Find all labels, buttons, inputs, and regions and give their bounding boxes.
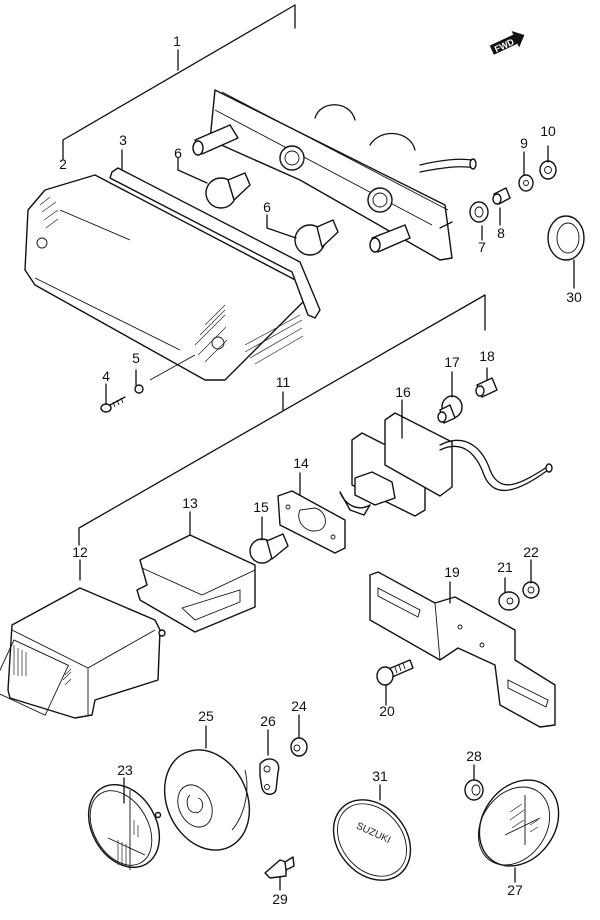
reflector-part <box>477 779 560 867</box>
callout-10: 10 <box>540 123 556 139</box>
spacer-part <box>492 187 511 205</box>
callout-3: 3 <box>119 132 127 148</box>
callout-labels: 1 2 3 4 5 6 6 7 8 9 10 11 12 13 14 15 16… <box>59 33 582 907</box>
reflector-part <box>87 783 162 870</box>
lens-gasket-part <box>109 167 321 319</box>
assembly-bracket-1 <box>62 4 296 161</box>
lens-part <box>24 174 306 381</box>
nut-part <box>290 737 308 757</box>
callout-18: 18 <box>479 348 495 364</box>
callout-30: 30 <box>566 289 582 305</box>
license-lamp-lens-part <box>136 534 256 633</box>
bolt-part <box>376 659 414 686</box>
screw-part <box>100 396 126 413</box>
callout-8: 8 <box>497 225 505 241</box>
assembly-bracket-11 <box>78 294 486 546</box>
callout-28: 28 <box>466 748 482 764</box>
bracket-part <box>259 758 280 795</box>
license-plate-bracket-part <box>369 571 556 728</box>
callout-4: 4 <box>102 368 110 384</box>
plug-part <box>264 856 295 879</box>
grommet-part <box>547 215 585 261</box>
callout-1: 1 <box>173 33 181 49</box>
washer-part <box>498 591 520 611</box>
callout-6b: 6 <box>263 199 271 215</box>
callout-23: 23 <box>117 762 133 778</box>
callout-12: 12 <box>72 544 88 560</box>
callout-24: 24 <box>291 698 307 714</box>
grommet-part <box>469 201 489 223</box>
emblem-part: SUZUKI <box>332 799 412 881</box>
callout-2: 2 <box>59 156 67 172</box>
bulb-part <box>249 533 289 564</box>
callout-6a: 6 <box>174 145 182 161</box>
callout-22: 22 <box>523 544 539 560</box>
lamp-base-part <box>192 89 477 261</box>
callout-31: 31 <box>372 768 388 784</box>
fwd-direction-icon: FWD <box>489 31 525 55</box>
callout-16: 16 <box>395 384 411 400</box>
callout-14: 14 <box>293 455 309 471</box>
nut-part <box>464 779 484 801</box>
callout-25: 25 <box>198 708 214 724</box>
callout-13: 13 <box>182 495 198 511</box>
callout-5: 5 <box>132 350 140 366</box>
gasket-part <box>277 490 346 554</box>
callout-27: 27 <box>507 882 523 898</box>
callout-11: 11 <box>276 374 291 390</box>
nut-part <box>522 581 540 599</box>
socket-gasket-part <box>339 412 553 517</box>
license-lamp-housing-part <box>0 587 166 719</box>
callout-29: 29 <box>272 891 288 907</box>
callout-19: 19 <box>444 564 460 580</box>
callout-7: 7 <box>478 239 486 255</box>
callout-26: 26 <box>260 713 276 729</box>
callout-9: 9 <box>520 135 528 151</box>
bulb-part <box>294 219 339 256</box>
grommet-part <box>437 395 463 424</box>
bulb-part <box>205 172 251 209</box>
washer-part <box>134 354 196 394</box>
callout-21: 21 <box>497 559 513 575</box>
washer-part <box>518 174 534 192</box>
spacer-part <box>475 377 498 398</box>
callout-17: 17 <box>444 354 460 370</box>
leader-lines <box>79 145 575 891</box>
callout-20: 20 <box>379 703 395 719</box>
reflector-cap-part <box>163 749 251 851</box>
callout-15: 15 <box>253 499 269 515</box>
nut-part <box>539 160 557 180</box>
